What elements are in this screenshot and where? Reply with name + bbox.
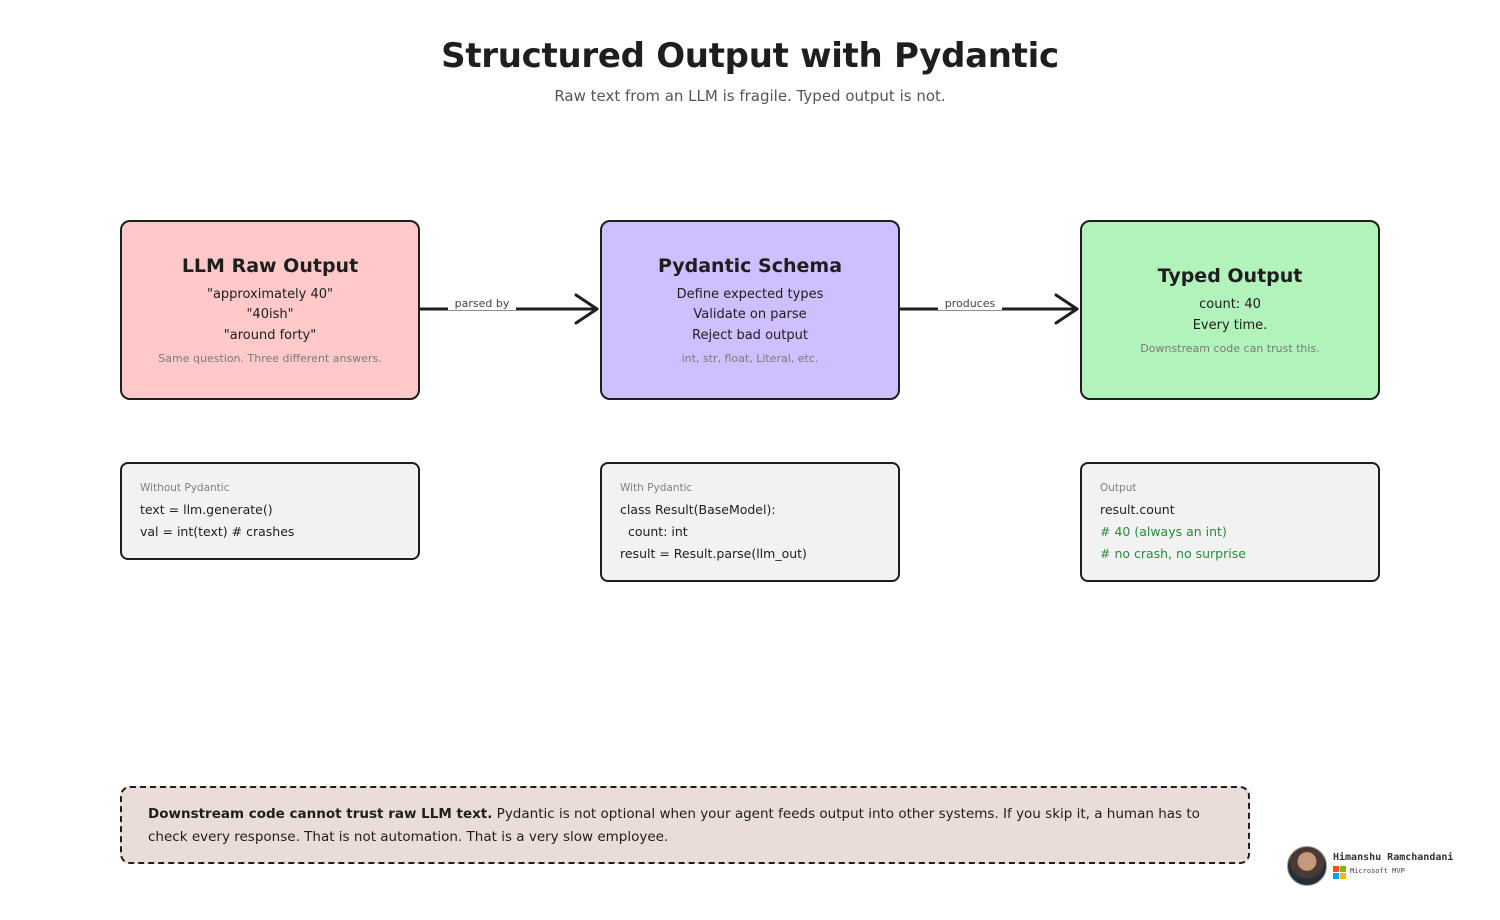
connector-label: produces (938, 297, 1002, 310)
card-line: count: 40 (1199, 297, 1261, 312)
code-label: With Pydantic (620, 482, 693, 494)
code-line: result.count (1100, 502, 1175, 517)
card-note: Downstream code can trust this. (1140, 342, 1320, 355)
callout-note: Downstream code cannot trust raw LLM tex… (120, 786, 1250, 864)
author-subtitle: Microsoft MVP (1350, 867, 1405, 875)
without-pydantic-code-box: Without Pydantic text = llm.generate() v… (120, 462, 420, 560)
arrow-right-icon (420, 293, 599, 325)
card-title: Pydantic Schema (657, 254, 843, 277)
card-title: LLM Raw Output (181, 254, 359, 277)
code-comment: # 40 (always an int) (1100, 524, 1227, 539)
card-line: Define expected types (676, 286, 824, 302)
llm-raw-output-card: LLM Raw Output "approximately 40" "40ish… (120, 220, 420, 400)
callout-bold-text: Downstream code cannot trust raw LLM tex… (148, 806, 493, 822)
card-line: "approximately 40" (206, 286, 334, 302)
connector-label: parsed by (448, 297, 516, 310)
page-title: Structured Output with Pydantic (441, 36, 1059, 76)
code-line: result = Result.parse(llm_out) (620, 546, 807, 561)
card-line: Every time. (1192, 317, 1268, 333)
page-subtitle: Raw text from an LLM is fragile. Typed o… (554, 87, 946, 105)
card-note: int, str, float, Literal, etc. (681, 352, 819, 366)
callout-text: Pydantic is not optional when your agent… (148, 806, 1200, 845)
card-line: Reject bad output (692, 327, 808, 343)
parsed-by-arrow: parsed by (420, 290, 600, 330)
produces-arrow: produces (900, 290, 1080, 330)
author-badge: Himanshu Ramchandani Microsoft MVP (1287, 846, 1487, 888)
code-label: Output (1100, 482, 1137, 494)
code-line: text = llm.generate() (140, 502, 273, 517)
with-pydantic-code-box: With Pydantic class Result(BaseModel): c… (600, 462, 900, 582)
card-note: Same question. Three different answers. (158, 352, 382, 366)
card-title: Typed Output (1157, 265, 1303, 287)
pydantic-schema-card: Pydantic Schema Define expected types Va… (600, 220, 900, 400)
card-line: "around forty" (223, 327, 317, 343)
author-name: Himanshu Ramchandani (1333, 852, 1454, 863)
code-line: val = int(text) # crashes (140, 524, 295, 539)
card-line: Validate on parse (693, 307, 807, 323)
card-line: "40ish" (246, 307, 294, 323)
code-label: Without Pydantic (140, 482, 230, 494)
output-code-box: Output result.count # 40 (always an int)… (1080, 462, 1380, 582)
code-comment: # no crash, no surprise (1100, 546, 1246, 561)
code-line: class Result(BaseModel): (620, 502, 776, 517)
arrow-right-icon (900, 293, 1079, 325)
code-line: count: int (620, 524, 688, 539)
typed-output-card: Typed Output count: 40 Every time. Downs… (1080, 220, 1380, 400)
microsoft-logo-icon (1333, 866, 1346, 879)
avatar (1287, 846, 1327, 886)
